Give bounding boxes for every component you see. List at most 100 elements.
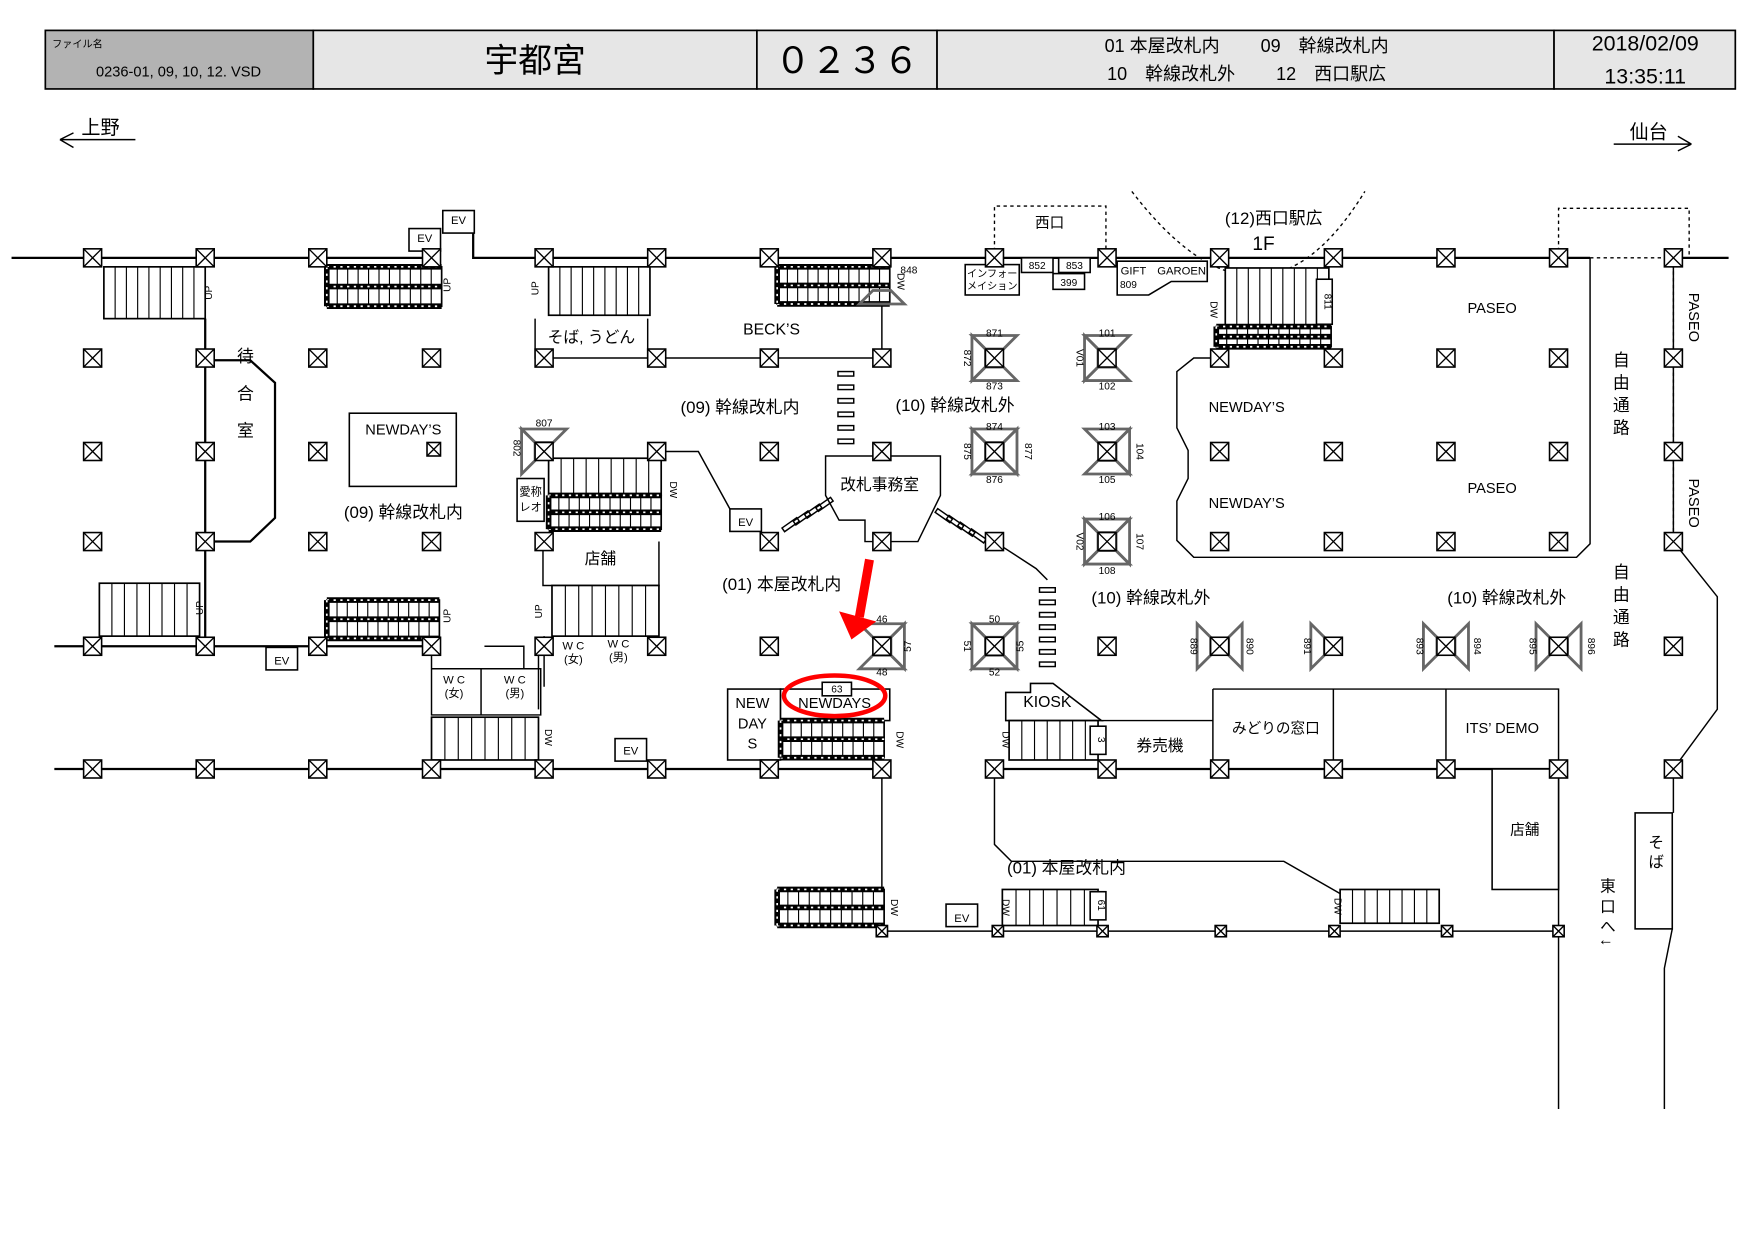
pillar [1209, 759, 1230, 779]
ticket-gate [1038, 636, 1056, 643]
ad-number: 105 [1099, 475, 1116, 486]
station-cell [312, 29, 758, 90]
ad-number: 809 [1120, 280, 1137, 291]
pillar [1328, 924, 1341, 938]
pillar [1214, 924, 1228, 938]
pillar [534, 441, 554, 462]
pillar [1323, 441, 1344, 462]
ad-frame [855, 289, 908, 306]
escalator-direction-label: DW [542, 729, 553, 746]
ad-number: 874 [986, 422, 1003, 433]
ad-number: 891 [1301, 638, 1312, 655]
pillar [1323, 348, 1344, 368]
datetime-cell [1553, 29, 1737, 90]
zone-label: (10) 幹線改札外 [896, 395, 1015, 415]
store-label: そば, うどん [548, 328, 636, 346]
pillar [1548, 348, 1569, 368]
pillar [991, 924, 1005, 938]
elevator-label: EV [738, 517, 754, 529]
escalator-direction-label: DW [999, 899, 1010, 916]
pillar [984, 248, 1005, 268]
pillar [646, 248, 667, 268]
header-bar: ファイル名 0236-01, 09, 10, 12. VSD 宇都宮 ０２３６ … [44, 29, 1737, 90]
east-shop [1491, 768, 1560, 891]
pillar [534, 636, 554, 657]
highlight-marker [781, 558, 888, 719]
store-label: 店舗 [1510, 821, 1539, 838]
pillar [1323, 759, 1344, 779]
zone-label: (01) 本屋改札内 [1007, 859, 1126, 878]
direction-sendai: 仙台 [1613, 121, 1692, 152]
newdays-small-store [726, 688, 782, 761]
print-time: 13:35:11 [1604, 64, 1686, 88]
elevator [265, 646, 299, 671]
pillar [1548, 441, 1569, 462]
north-wall [11, 228, 1591, 259]
ad-frame [1309, 620, 1326, 673]
zone-label: (09) 幹線改札内 [680, 397, 799, 417]
ticket-gate [1038, 624, 1056, 631]
ad-852 [1020, 257, 1054, 274]
pillar [1097, 348, 1117, 368]
store-label: S [748, 737, 758, 753]
passage-label: 自由通路 [1610, 563, 1629, 653]
ad-number: 3 [1095, 737, 1106, 743]
ticket-gate [780, 516, 801, 533]
store-label: GIFT GAROEN [1121, 266, 1206, 278]
ad-number: 63 [831, 684, 843, 695]
pillar [82, 248, 103, 268]
stairs [103, 265, 207, 320]
pillar [1209, 348, 1230, 368]
code-cell [756, 29, 938, 90]
store-label: ITS’ DEMO [1466, 721, 1539, 737]
elevator [729, 508, 763, 533]
ad-number: 104 [1133, 443, 1144, 460]
ad-number: 852 [1029, 261, 1046, 272]
pillar [308, 441, 328, 462]
ticket-gate [934, 507, 954, 524]
ticket-gate [1038, 599, 1056, 606]
stairs [430, 716, 540, 761]
pillar [1097, 531, 1117, 552]
store-label: BECK’S [743, 321, 800, 338]
escalator [777, 717, 885, 761]
ad-63 [821, 681, 853, 697]
highlight-circle [781, 673, 888, 719]
pillar [759, 636, 780, 657]
escalator [323, 264, 443, 310]
pillar [1663, 759, 1684, 779]
pillar [1436, 248, 1456, 268]
elevator-label: EV [954, 913, 970, 925]
ticket-gate [837, 438, 855, 445]
ad-number: 853 [1066, 261, 1083, 272]
pillar [82, 348, 103, 368]
paseo-wall [1176, 257, 1591, 559]
zone-label: (01) 本屋改札内 [722, 575, 841, 594]
ticket-gate [837, 384, 855, 391]
pillar [82, 441, 103, 462]
south-passage-wall [881, 768, 1560, 1110]
pillar [1209, 636, 1230, 657]
ticket-gate [1038, 648, 1056, 655]
pillar [1436, 348, 1456, 368]
pillar [1096, 924, 1109, 938]
store-label: そば [1646, 834, 1663, 872]
escalator-direction-label: UP [530, 281, 541, 295]
escalator-direction-label: DW [1208, 301, 1219, 318]
pillar [1097, 248, 1117, 268]
zone-label: (12)西口駅広 [1225, 209, 1323, 228]
pillar [82, 759, 103, 779]
pillar [195, 248, 216, 268]
direction-left-label: 上野 [81, 117, 119, 139]
pillar [421, 248, 442, 268]
pillar [1209, 531, 1230, 552]
ticket-gate [1038, 661, 1056, 668]
pillar [646, 636, 667, 657]
ad-61 [1089, 890, 1107, 921]
escalator-direction-label: DW [888, 899, 899, 916]
restroom-label: (男) [609, 652, 628, 664]
ad-number: 52 [989, 668, 1001, 679]
facility-label: みどりの窓口 [1232, 719, 1320, 737]
store-label: NEWDAY’S [1209, 400, 1285, 416]
